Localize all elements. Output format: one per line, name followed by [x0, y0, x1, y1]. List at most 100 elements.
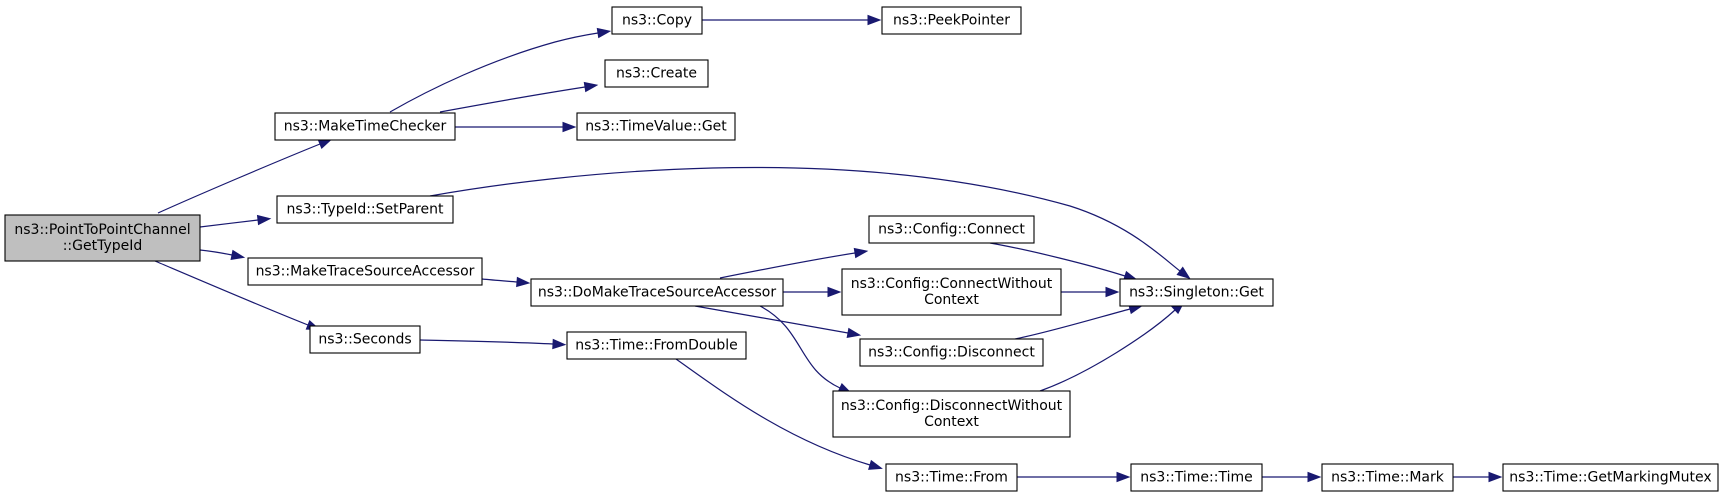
- arrowhead: [1116, 471, 1131, 483]
- node-box: [1321, 463, 1454, 492]
- edge-domaketrace-to-connect: [719, 247, 869, 279]
- edges-layer: [154, 14, 1503, 483]
- node-box: [881, 6, 1022, 35]
- node-box: [885, 463, 1018, 492]
- arrowhead: [846, 327, 862, 339]
- node-box: [859, 338, 1044, 367]
- node-box: [276, 195, 454, 224]
- node-copy[interactable]: ns3::Copy: [611, 6, 703, 35]
- node-getmarkingmutex[interactable]: ns3::Time::GetMarkingMutex: [1502, 463, 1719, 492]
- edge-maketimechecker-to-timevalueget: [455, 121, 577, 133]
- node-timevalueget[interactable]: ns3::TimeValue::Get: [576, 112, 736, 141]
- node-label: ns3::TimeValue::Get: [585, 119, 727, 135]
- node-disconnect[interactable]: ns3::Config::Disconnect: [859, 338, 1044, 367]
- node-box: [1119, 278, 1274, 307]
- nodes-layer: ns3::PointToPointChannel::GetTypeIdns3::…: [4, 6, 1719, 492]
- node-connect[interactable]: ns3::Config::Connect: [868, 215, 1035, 244]
- arrowhead: [1105, 286, 1120, 298]
- edge-line: [719, 252, 856, 279]
- edge-domaketrace-to-connectwithout: [783, 286, 842, 298]
- edge-line: [389, 32, 599, 113]
- node-box: [566, 331, 747, 360]
- edge-line: [989, 242, 1126, 277]
- node-label: ns3::Time::GetMarkingMutex: [1509, 470, 1711, 486]
- edge-timetime-to-timemark: [1262, 471, 1322, 483]
- node-box: [530, 278, 784, 307]
- node-box: [604, 59, 709, 88]
- node-label: ns3::PointToPointChannel: [14, 222, 190, 238]
- edge-setparent-to-singletonget: [429, 166, 1191, 280]
- arrowhead: [256, 214, 272, 226]
- node-label: ns3::MakeTraceSourceAccessor: [256, 264, 475, 280]
- node-singletonget[interactable]: ns3::Singleton::Get: [1119, 278, 1274, 307]
- arrowhead: [867, 14, 882, 26]
- edge-line: [429, 166, 1181, 272]
- node-seconds[interactable]: ns3::Seconds: [309, 325, 421, 354]
- edge-timefrom-to-timetime: [1017, 471, 1131, 483]
- edge-root-to-maketrace: [199, 249, 246, 261]
- edge-line: [157, 143, 321, 214]
- node-label: ns3::Config::Disconnect: [868, 345, 1035, 361]
- node-domaketrace[interactable]: ns3::DoMakeTraceSourceAccessor: [530, 278, 784, 307]
- edge-maketimechecker-to-copy: [389, 27, 612, 113]
- node-peekpointer[interactable]: ns3::PeekPointer: [881, 6, 1022, 35]
- node-label: ns3::Create: [616, 66, 697, 82]
- node-label: Context: [924, 414, 979, 430]
- arrowhead: [1176, 266, 1191, 280]
- arrowhead: [827, 286, 842, 298]
- node-timefrom[interactable]: ns3::Time::From: [885, 463, 1018, 492]
- edge-line: [1014, 308, 1131, 340]
- node-box: [247, 257, 483, 286]
- arrowhead: [317, 138, 333, 150]
- edge-domaketrace-to-disconnect: [694, 305, 862, 339]
- edge-line: [154, 260, 309, 326]
- node-label: ns3::Config::ConnectWithout: [851, 276, 1053, 292]
- node-maketrace[interactable]: ns3::MakeTraceSourceAccessor: [247, 257, 483, 286]
- node-label: ns3::Config::Connect: [878, 222, 1025, 238]
- node-root[interactable]: ns3::PointToPointChannel::GetTypeId: [4, 214, 201, 262]
- arrowhead: [1488, 471, 1503, 483]
- edge-connectwithout-to-singletonget: [1061, 286, 1120, 298]
- node-timemark[interactable]: ns3::Time::Mark: [1321, 463, 1454, 492]
- edge-fromdouble-to-timefrom: [675, 358, 883, 470]
- node-label: ns3::Time::FromDouble: [575, 338, 738, 354]
- arrowhead: [868, 459, 883, 470]
- arrowhead: [1307, 471, 1322, 483]
- node-label: ns3::Time::From: [895, 470, 1008, 486]
- arrowhead: [552, 338, 567, 350]
- node-box: [841, 268, 1062, 316]
- edge-line: [675, 358, 871, 466]
- edge-line: [759, 305, 841, 389]
- arrowhead: [562, 121, 577, 133]
- edge-maketrace-to-domaketrace: [481, 276, 531, 288]
- node-fromdouble[interactable]: ns3::Time::FromDouble: [566, 331, 747, 360]
- node-box: [309, 325, 421, 354]
- arrowhead: [596, 27, 612, 39]
- node-box: [1502, 463, 1719, 492]
- node-box: [274, 112, 456, 141]
- node-label: ns3::MakeTimeChecker: [284, 119, 447, 135]
- node-box: [868, 215, 1035, 244]
- node-timetime[interactable]: ns3::Time::Time: [1130, 463, 1263, 492]
- node-label: ns3::Seconds: [318, 332, 411, 348]
- node-box: [576, 112, 736, 141]
- arrowhead: [230, 249, 246, 261]
- node-label: ns3::PeekPointer: [893, 13, 1010, 29]
- edge-line: [439, 86, 586, 113]
- edge-line: [481, 278, 518, 283]
- node-box: [611, 6, 703, 35]
- edge-seconds-to-fromdouble: [419, 338, 567, 350]
- edge-copy-to-peekpointer: [702, 14, 882, 26]
- node-maketimechecker[interactable]: ns3::MakeTimeChecker: [274, 112, 456, 141]
- edge-line: [419, 339, 554, 345]
- node-label: ns3::Time::Mark: [1331, 470, 1445, 486]
- edge-line: [1039, 309, 1176, 392]
- node-create[interactable]: ns3::Create: [604, 59, 709, 88]
- node-box: [832, 390, 1071, 438]
- node-setparent[interactable]: ns3::TypeId::SetParent: [276, 195, 454, 224]
- edge-root-to-setparent: [199, 214, 272, 228]
- node-label: ns3::Singleton::Get: [1129, 285, 1264, 301]
